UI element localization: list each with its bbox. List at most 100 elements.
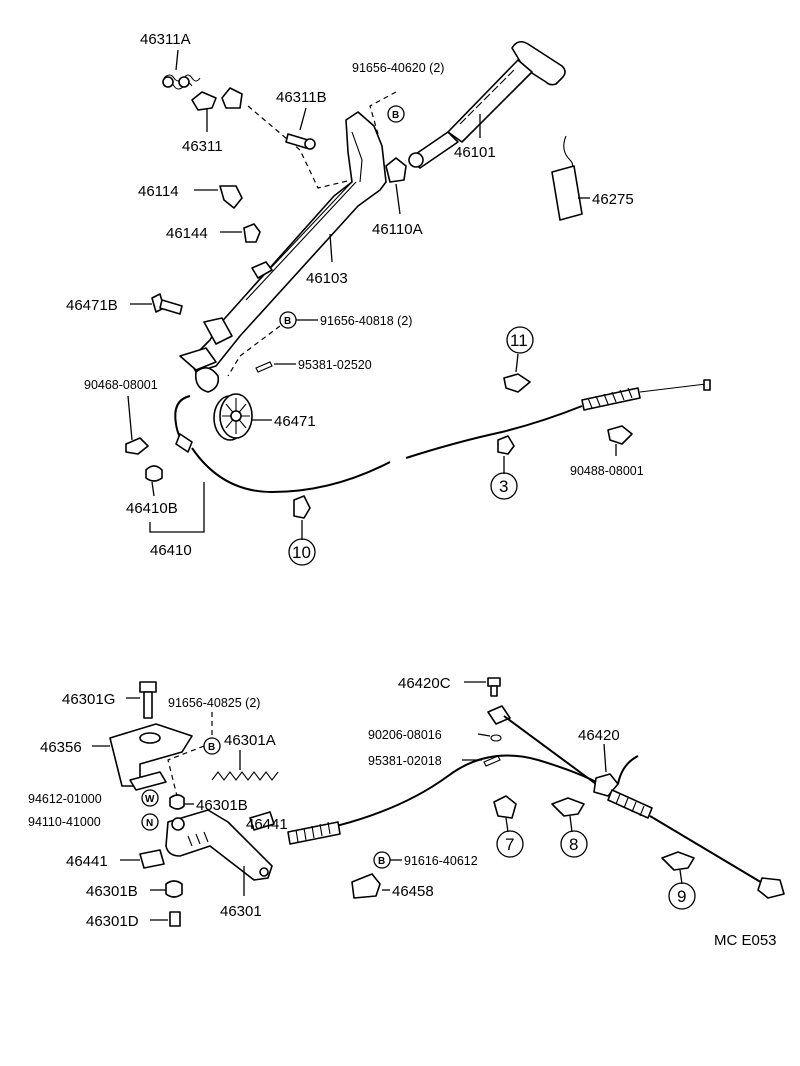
leader-callout-9 — [679, 869, 683, 885]
washer-90206-08016-part — [490, 734, 502, 742]
callout-3-text: 3 — [499, 477, 508, 496]
clip-11-part — [503, 373, 531, 393]
bolt-46420c-part — [487, 677, 501, 697]
spring-46311a-part — [162, 74, 201, 90]
callout-3 — [490, 472, 518, 500]
leader-callout-8 — [569, 815, 573, 833]
grommet-46410b-part — [145, 465, 163, 482]
label-46275: 46275 — [592, 191, 634, 208]
clip-9-part — [661, 851, 695, 871]
label-91656-40818: 91656-40818 (2) — [320, 314, 412, 328]
symbol-b-1 — [387, 105, 405, 123]
label-90206-08016: 90206-08016 — [368, 728, 442, 742]
leader-46110a — [395, 183, 401, 215]
label-90468-08001: 90468-08001 — [84, 378, 158, 392]
label-46311a: 46311A — [140, 31, 191, 48]
bushing-46301d-part — [169, 911, 181, 927]
clip-46311-part — [191, 91, 217, 111]
dashed-line-91656-40818 — [227, 325, 281, 377]
pulley-46471-part — [213, 393, 253, 441]
cotter-95381-02520-part — [255, 361, 273, 373]
label-46311b: 46311B — [276, 89, 327, 106]
symbol-b-2-letter: B — [284, 316, 291, 327]
label-46114: 46114 — [138, 183, 179, 200]
spring-46301a-part — [211, 771, 279, 781]
clip-10-part — [293, 495, 311, 519]
label-46301b-lower: 46301B — [86, 883, 138, 900]
dashed-line-91656-40620 — [369, 91, 397, 135]
label-46301g: 46301G — [62, 691, 115, 708]
label-46441-right: 46441 — [246, 816, 288, 833]
callout-8 — [560, 830, 588, 858]
leader-46410b — [151, 481, 155, 497]
symbol-b-4-letter: B — [378, 856, 385, 867]
label-95381-02520: 95381-02520 — [298, 358, 372, 372]
front-cable-part — [174, 379, 711, 494]
clip-8-part — [551, 797, 585, 817]
symbol-n-letter: N — [146, 818, 153, 829]
callout-10-text: 10 — [292, 543, 311, 562]
dashed-line-91656-40825 — [167, 712, 213, 801]
cotter-95381-02018-part — [483, 755, 501, 767]
callout-11 — [506, 326, 534, 354]
label-46301: 46301 — [220, 903, 262, 920]
label-46458: 46458 — [392, 883, 434, 900]
tag-46275-part — [551, 135, 583, 221]
clip-90488-08001-part — [607, 425, 633, 445]
lever-bracket-46103-part — [179, 111, 387, 393]
label-94612-01000: 94612-01000 — [28, 792, 102, 806]
label-46471: 46471 — [274, 413, 316, 430]
callout-9 — [668, 882, 696, 910]
leader-46420 — [603, 743, 607, 773]
label-90488-08001: 90488-08001 — [570, 464, 644, 478]
symbol-n — [141, 813, 159, 831]
diagram-code: MC E053 — [714, 932, 777, 949]
bolt-46301g-part — [139, 681, 157, 719]
clip-3-part — [497, 435, 515, 455]
symbol-w-letter: W — [145, 794, 155, 805]
leader-callout-7 — [505, 817, 509, 833]
bushing-46301b-lower-part — [165, 880, 183, 898]
label-46410b: 46410B — [126, 500, 178, 517]
label-91656-40825: 91656-40825 (2) — [168, 696, 260, 710]
callout-7 — [496, 830, 524, 858]
label-46356: 46356 — [40, 739, 82, 756]
leader-callout-11 — [515, 353, 519, 373]
collar-46110a-part — [385, 157, 407, 183]
label-46103: 46103 — [306, 270, 348, 287]
symbol-b-3-letter: B — [208, 742, 215, 753]
clip-46114-part — [219, 185, 243, 209]
rear-cable-46420-part — [287, 705, 785, 899]
bracket-46458-part — [351, 873, 381, 899]
callout-10 — [288, 538, 316, 566]
label-95381-02018: 95381-02018 — [368, 754, 442, 768]
label-46420: 46420 — [578, 727, 620, 744]
callout-11-text: 11 — [510, 331, 528, 350]
symbol-b-1-letter: B — [392, 110, 399, 121]
label-91656-40620: 91656-40620 (2) — [352, 61, 444, 75]
label-46311: 46311 — [182, 138, 223, 155]
label-46420c: 46420C — [398, 675, 451, 692]
nut-46144-part — [243, 223, 261, 243]
clip-bracket-part — [221, 87, 243, 109]
leader-46311a — [175, 49, 179, 71]
leader-46103 — [329, 233, 333, 263]
label-46144: 46144 — [166, 225, 208, 242]
label-46441-left: 46441 — [66, 853, 108, 870]
lever-handle-46101-part — [408, 40, 566, 169]
label-94110-41000: 94110-41000 — [28, 815, 101, 829]
label-46301d: 46301D — [86, 913, 139, 930]
clip-7-part — [493, 795, 517, 819]
leader-90468-08001 — [127, 395, 133, 441]
bracket-46356-part — [109, 723, 193, 791]
label-46301a: 46301A — [224, 732, 276, 749]
collar-46441-left-part — [139, 849, 165, 869]
collar-46441-right-part — [249, 811, 275, 831]
symbol-w — [141, 789, 159, 807]
bracket-46410 — [149, 482, 205, 533]
label-91616-40612: 91616-40612 — [404, 854, 478, 868]
clip-90468-08001-part — [125, 437, 149, 455]
leader-46311b — [299, 107, 307, 131]
bushing-46301b-upper-part — [169, 794, 185, 810]
